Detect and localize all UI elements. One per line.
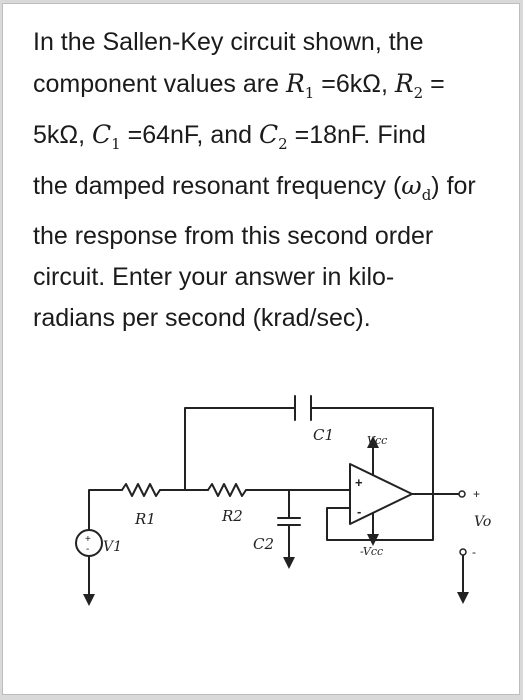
r2-resistor xyxy=(207,483,247,497)
neg-vcc-label: -Vcc xyxy=(360,545,383,558)
source-wire xyxy=(88,489,123,531)
r2-symbol: R2 xyxy=(394,69,424,102)
question-text: In the Sallen-Key circuit shown, the com… xyxy=(33,22,503,339)
v1-ground-arrow xyxy=(83,594,95,606)
v1-plus-label: + xyxy=(85,534,91,545)
vo-plus-terminal xyxy=(458,490,466,498)
opamp-triangle xyxy=(349,463,413,525)
vo-ground-arrow xyxy=(457,592,469,604)
vo-label: Vo xyxy=(474,514,491,530)
r1-resistor xyxy=(121,483,161,497)
c1-label: C1 xyxy=(313,426,334,444)
c2-symbol: C2 xyxy=(258,120,288,153)
r2-label: R2 xyxy=(221,507,243,525)
question-line-2: component values are R1 =6kΩ, R2 = xyxy=(33,69,445,102)
r1-symbol: R1 xyxy=(285,69,315,102)
v1-label: V1 xyxy=(103,539,122,555)
vo-plus-label: + xyxy=(473,487,480,501)
feedback-wire xyxy=(184,407,434,493)
question-line-4: the damped resonant frequency (ωd) for xyxy=(33,171,476,204)
v1-minus-label: - xyxy=(86,544,89,555)
vo-minus-terminal xyxy=(459,548,467,556)
question-line-7: radians per second (krad/sec). xyxy=(33,304,371,332)
vcc-arrow xyxy=(367,436,379,448)
c2-ground-arrow xyxy=(283,557,295,569)
inverting-feedback-wire xyxy=(326,491,434,541)
c2-label: C2 xyxy=(253,535,274,553)
opamp-minus-label: - xyxy=(357,504,361,519)
omega-d-symbol: ωd xyxy=(401,171,432,204)
opamp-plus-label: + xyxy=(355,475,363,490)
question-line-6: circuit. Enter your answer in kilo- xyxy=(33,263,395,291)
neg-vcc-arrow xyxy=(367,534,379,546)
question-line-3: 5kΩ, C1 =64nF, and C2 =18nF. Find xyxy=(33,120,426,153)
question-line-1: In the Sallen-Key circuit shown, the xyxy=(33,28,424,56)
c1-symbol: C1 xyxy=(91,120,121,153)
vcc-label: Vcc xyxy=(367,434,387,447)
vo-minus-label: - xyxy=(472,545,476,559)
r1-label: R1 xyxy=(134,510,156,528)
question-line-5: the response from this second order xyxy=(33,222,434,250)
